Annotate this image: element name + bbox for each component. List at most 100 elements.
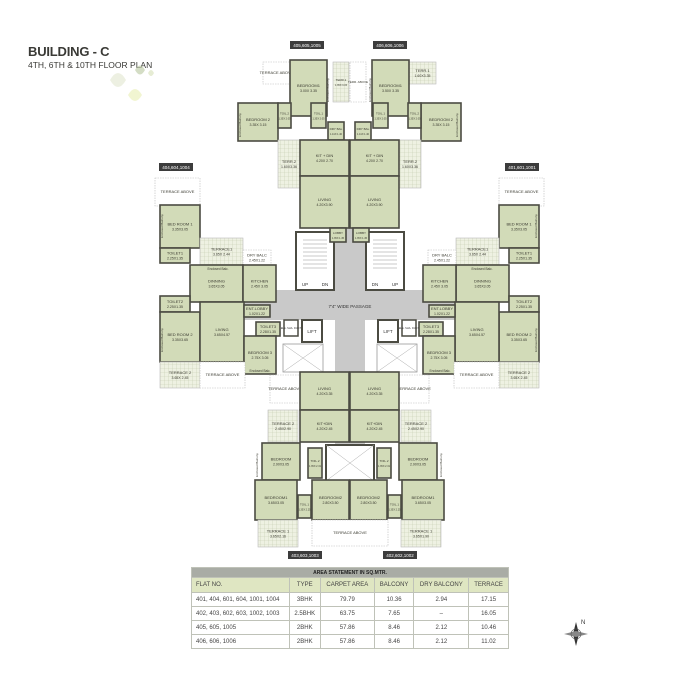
room-bed-room-2: BED ROOM 23.35X3.65	[498, 311, 540, 363]
room-terr-2: TERR.21.60X3.36	[398, 139, 422, 189]
room-dimensions: 3.65X 2.44	[213, 253, 230, 257]
room-toil-2: TOIL.21.35X 2.31	[376, 447, 392, 479]
room-name: TERRACE 2	[405, 421, 428, 426]
room-dimensions: 3.65X3.05	[268, 501, 284, 505]
room-name: BED ROOM 1	[167, 222, 193, 227]
table-cell: 2BHK	[288, 620, 321, 635]
room-toil-1: TOIL.11.35X 2.25	[387, 494, 402, 519]
flat-tag-top-right: 406,606,1006	[373, 41, 407, 49]
flat-tag-label: 405,605,1005	[293, 43, 321, 48]
room-dimensions: 1.35X 2.25	[298, 509, 311, 512]
enclosed-balcony-label: Enclosed Balcony	[455, 113, 459, 137]
room-name: KITCHEN	[431, 279, 449, 284]
table-cell: 63.75	[319, 606, 375, 621]
enclosed-balcony-label: Enclosed Balcony	[534, 328, 538, 352]
room-dimensions: 2.45X1.22	[434, 259, 450, 263]
table-cell: 2.12	[413, 634, 470, 649]
room-bedroom: BEDROOM2.90X3.05	[261, 442, 301, 481]
enclosed-balc-label: Enclosed Balc.	[429, 369, 450, 373]
duct-label: ELE. SHA. DUCT	[281, 326, 302, 330]
room-terrace-above: TERRACE ABOVE	[268, 374, 302, 404]
table-cell: 405, 605, 1005	[191, 620, 290, 635]
room-name: TERRACE ABOVE	[505, 189, 539, 194]
room-bedroom: BEDROOM2.90X3.05	[398, 442, 438, 481]
room-dimensions: 3.65X4.57	[469, 333, 485, 337]
room-name: TERR.2	[282, 159, 297, 164]
room-name: TERRACE 1	[267, 529, 290, 534]
enclosed-balc-label: Enclosed Balc.	[471, 267, 492, 271]
room-name: BED ROOM 1	[506, 222, 532, 227]
table-cell: 406, 606, 1006	[191, 634, 290, 649]
room-dimensions: 2.28X1.35	[423, 330, 439, 334]
room-terrace-above: TERRACE ABOVE	[311, 519, 389, 547]
room-toil-2: TOIL.21.35X 2.31	[307, 447, 323, 479]
room-dimensions: 2.45X2.90	[408, 427, 424, 431]
room-dimensions: 3.65X 2.45	[511, 376, 528, 380]
room-name: BEDROOM	[408, 457, 429, 462]
room-dimensions: 3.65X 2.45	[172, 376, 189, 380]
room-name: TOILET2	[167, 299, 184, 304]
room-bedroom-3: BEDROOM 32.75X 3.05	[243, 335, 277, 375]
room-bedroom-2: BEDROOM 23.35X 3.15	[420, 102, 462, 142]
column-header: FLAT NO.	[191, 577, 290, 593]
table-cell: –	[413, 606, 470, 621]
room-bed-room-1: BED ROOM 13.35X3.05	[159, 204, 201, 249]
room-dimensions: 1.41X 1.40	[330, 133, 343, 136]
room-dimensions: 3.65X 2.44	[469, 253, 486, 257]
room-name: BEDROOM2	[319, 495, 343, 500]
room-dimensions: 3.35X 3.15	[250, 123, 267, 127]
table-cell: 402, 403, 602, 603, 1002, 1003	[191, 606, 290, 621]
room-name: TOIL.1	[300, 503, 309, 507]
room-name: LIVING	[368, 197, 381, 202]
room-name: TERR.1	[336, 78, 347, 82]
room-name: TERRACE ABOVE	[397, 386, 431, 391]
column-header: BALCONY	[373, 577, 415, 593]
flat-tag-label: 401,601,1001	[508, 165, 536, 170]
passage-label: 7'4" WIDE PASSAGE	[329, 304, 372, 309]
column-header: DRY BALCONY	[413, 577, 470, 593]
room-dimensions: 1.35X 2.05	[408, 118, 421, 121]
room-terrace-above: TERRACE ABOVE	[397, 374, 431, 404]
room-terr-1: TERR.11.60X3.35	[408, 61, 437, 85]
room-name: TOIL.2	[280, 112, 289, 116]
staircase	[295, 231, 335, 291]
room-name: LIVING	[470, 327, 483, 332]
room-toil-1: TOIL.11.35X 2.05	[372, 102, 389, 129]
duct-label: ELE. SHA. DUCT	[399, 326, 420, 330]
room-name: BEDROOM1	[379, 83, 403, 88]
enclosed-balcony-label: Enclosed Balcony	[160, 328, 164, 352]
room-name: TERRACE 1	[410, 529, 433, 534]
room-dimensions: 2.45X1.22	[249, 259, 265, 263]
room-dimensions: 3.65X3.05	[415, 501, 431, 505]
room-dimensions: 3.65X3.05	[475, 285, 491, 289]
room-name: BEDROOM2	[357, 495, 381, 500]
room-name: TOIL.1	[376, 112, 385, 116]
room-name: TERRACE ABOVE	[268, 386, 302, 391]
table-cell: 401, 404, 601, 604, 1001, 1004	[191, 592, 290, 607]
room-name: DINNING	[474, 279, 491, 284]
room-dimensions: 1.60X3.36	[281, 165, 297, 169]
room-dimensions: 3.65X1.90	[413, 535, 429, 539]
room-name: BEDROOM1	[297, 83, 321, 88]
room-name: TERRACE ABOVE	[460, 372, 494, 377]
stairs-up-label: UP	[302, 282, 308, 287]
flat-tag-label: 404,604,1004	[162, 165, 190, 170]
enclosed-balcony-label: Enclosed Balcony	[534, 214, 538, 238]
room-name: TOILET3	[423, 324, 440, 329]
room-name: BEDROOM1	[412, 495, 436, 500]
table-cell: 57.86	[319, 634, 375, 649]
flat-bottom-right: TERRACE ABOVELIVING4.20X3.35KIT+DIN4.20X…	[349, 371, 445, 548]
